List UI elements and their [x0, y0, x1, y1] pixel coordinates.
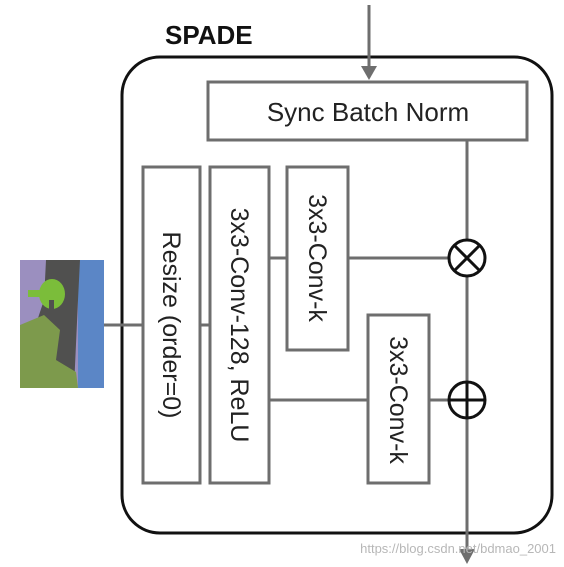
sync-batch-norm-box [206, 80, 529, 142]
resize-box [141, 165, 202, 485]
conv-k-beta-label: 3x3-Conv-k [384, 336, 412, 464]
add-operator-icon [447, 380, 487, 420]
conv128-box [208, 165, 271, 485]
watermark-text: https://blog.csdn.net/bdmao_2001 [360, 541, 556, 556]
segmentation-map-image [20, 260, 104, 388]
output-arrow-head [459, 549, 475, 564]
multiply-operator-icon [447, 238, 487, 278]
conv-k-beta-box [366, 313, 431, 485]
sync-batch-norm-label: Sync Batch Norm [267, 97, 469, 127]
input-arrow-head [361, 66, 377, 80]
conv-k-gamma-label: 3x3-Conv-k [303, 194, 331, 322]
spade-title: SPADE [165, 20, 253, 50]
resize-label: Resize (order=0) [157, 232, 185, 419]
conv128-label: 3x3-Conv-128, ReLU [225, 208, 253, 443]
conv-k-gamma-box [285, 165, 350, 352]
